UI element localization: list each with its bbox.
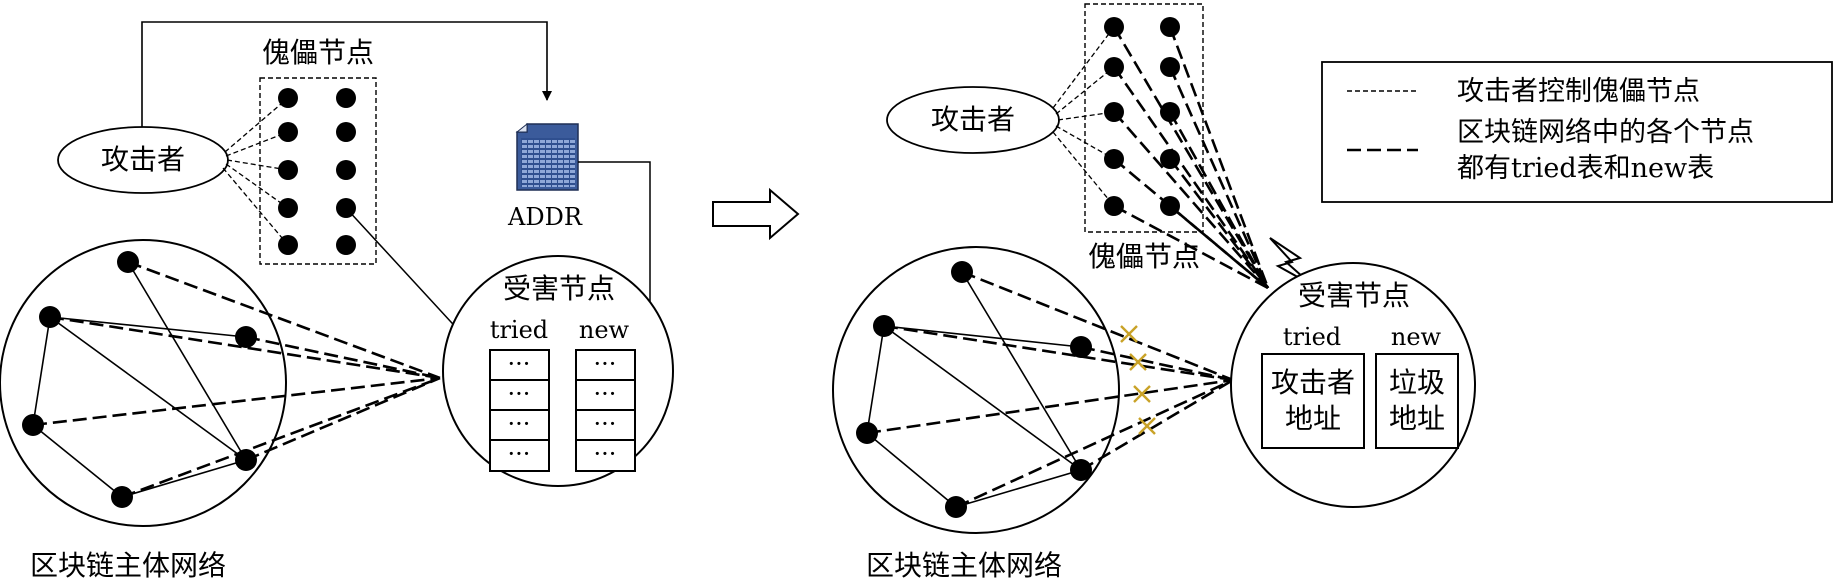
new-cell: ··· <box>594 380 617 408</box>
victim-connection-lines <box>32 260 441 499</box>
left-scene: 攻击者 傀儡节点 ADDR <box>0 21 674 582</box>
tried-box <box>1261 353 1365 449</box>
new-cell: ··· <box>594 410 617 438</box>
network-caption: 区块链主体网络 <box>866 549 1062 582</box>
network-caption: 区块链主体网络 <box>30 549 226 582</box>
attacker-to-addr-arrow <box>141 21 552 140</box>
tried-box-line: 攻击者 <box>1271 366 1355 399</box>
new-box <box>1375 353 1459 449</box>
network-nodes <box>22 251 257 508</box>
right-scene: 攻击者 傀儡节点 <box>832 3 1476 582</box>
victim-title: 受害节点 <box>503 272 615 305</box>
attacker-control-lines <box>1052 26 1115 207</box>
new-box-line: 地址 <box>1389 402 1445 435</box>
new-table: ··· ··· ··· ··· <box>575 349 636 472</box>
puppet-box <box>259 77 377 265</box>
puppet-box <box>1084 3 1204 233</box>
new-cell: ··· <box>594 350 617 378</box>
puppet-nodes <box>278 88 356 255</box>
new-cell: ··· <box>594 440 617 468</box>
transition-arrow-icon <box>712 187 800 241</box>
victim-title: 受害节点 <box>1298 279 1410 312</box>
tried-cell: ··· <box>508 380 531 408</box>
legend-item-label: 区块链网络中的各个节点 <box>1457 117 1754 148</box>
network-links <box>866 271 1082 508</box>
attacker-label: 攻击者 <box>931 103 1015 136</box>
new-box-line: 垃圾 <box>1389 366 1445 399</box>
legend: 攻击者控制傀儡节点 区块链网络中的各个节点 都有tried表和new表 <box>1321 61 1833 203</box>
tried-box-line: 地址 <box>1285 402 1341 435</box>
addr-document-icon <box>515 122 579 191</box>
main-network-circle <box>832 246 1120 534</box>
new-label: new <box>1391 323 1442 351</box>
addr-label: ADDR <box>507 203 583 231</box>
tried-cell: ··· <box>508 350 531 378</box>
tried-label: tried <box>1283 323 1341 351</box>
puppet-to-victim-lines <box>1112 26 1270 290</box>
puppet-title: 傀儡节点 <box>1088 240 1200 273</box>
tried-cell: ··· <box>508 440 531 468</box>
legend-box <box>1321 61 1833 203</box>
blocked-cross-icon <box>1120 325 1156 435</box>
attacker-label: 攻击者 <box>101 143 185 176</box>
tried-table: ··· ··· ··· ··· <box>489 349 550 472</box>
puppet-nodes <box>1104 17 1180 216</box>
victim-connection-lines <box>866 270 1234 509</box>
tried-cell: ··· <box>508 410 531 438</box>
legend-item-label: 攻击者控制傀儡节点 <box>1457 76 1700 107</box>
network-nodes <box>856 261 1092 518</box>
attacker-control-lines <box>222 97 289 246</box>
network-links <box>32 261 247 498</box>
main-network-circle <box>0 239 287 527</box>
legend-item-label: 都有tried表和new表 <box>1457 153 1714 184</box>
tried-label: tried <box>490 316 548 344</box>
puppet-title: 傀儡节点 <box>262 36 374 69</box>
new-label: new <box>579 316 630 344</box>
